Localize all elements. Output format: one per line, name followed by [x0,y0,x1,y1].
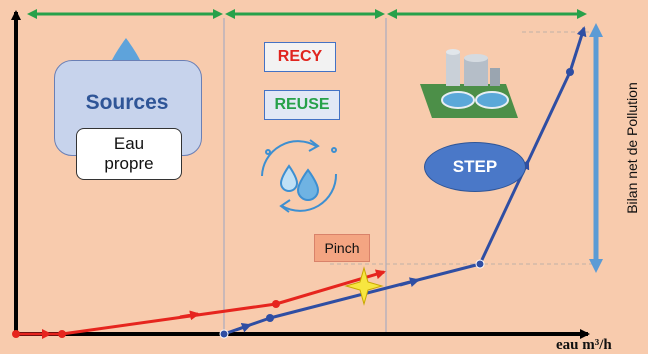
treatment-plant-icon [420,49,518,118]
x-axis-label: eau m³/h [556,336,612,353]
pinch-label: Pinch [314,234,370,262]
blue-point-4 [566,68,574,76]
recycle-water-icon [261,139,338,213]
red-point-2 [58,330,66,338]
blue-composite-curve [219,26,587,339]
blue-point-1 [219,329,229,339]
eau-propre-box: Eau propre [76,128,182,180]
recy-label: RECY [264,42,336,72]
blue-point-2 [266,314,274,322]
eau-propre-line2: propre [104,154,154,173]
reuse-label: REUSE [264,90,340,120]
step-label: STEP [424,142,526,192]
eau-propre-line1: Eau [113,134,145,153]
red-composite-curve [12,269,386,339]
red-point-1 [12,330,20,338]
sources-label: Sources [85,91,169,114]
red-point-3 [272,300,280,308]
pinch-star-icon [344,266,384,306]
pollution-balance-label: Bilan net de Pollution [624,82,640,214]
blue-point-3 [475,259,485,269]
